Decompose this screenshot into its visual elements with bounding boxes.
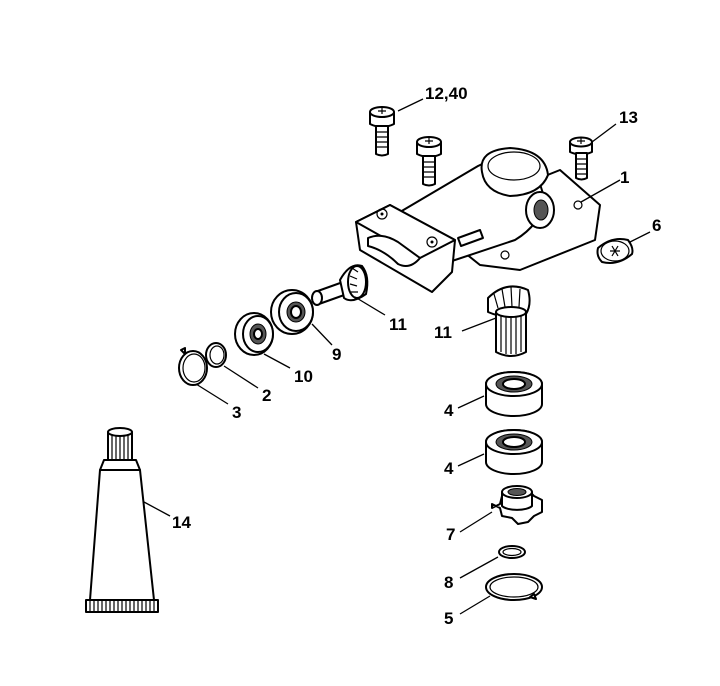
gear-housing xyxy=(355,147,601,293)
callout-6: 6 xyxy=(652,216,661,235)
callout-2: 2 xyxy=(262,386,271,405)
ball-bearing-10 xyxy=(234,312,274,356)
callout-11-left: 11 xyxy=(389,315,407,334)
grease-tube-14 xyxy=(85,427,159,613)
callout-8: 8 xyxy=(444,573,453,592)
callout-4b: 4 xyxy=(444,459,454,478)
circlip-5 xyxy=(485,573,543,601)
callout-9: 9 xyxy=(332,345,341,364)
callout-14: 14 xyxy=(172,513,191,532)
leader-lines xyxy=(143,98,651,615)
callout-11-right: 11 xyxy=(434,323,452,342)
callout-5: 5 xyxy=(444,609,453,628)
callout-7: 7 xyxy=(446,525,455,544)
callout-1: 1 xyxy=(620,168,629,187)
callout-13: 13 xyxy=(619,108,638,127)
splined-sleeve-7 xyxy=(491,485,543,525)
callout-12-40: 12,40 xyxy=(425,84,468,103)
callout-10: 10 xyxy=(294,367,313,386)
screw-plug-6 xyxy=(596,238,634,264)
callout-4a: 4 xyxy=(444,401,454,420)
callout-3: 3 xyxy=(232,403,241,422)
ball-bearing-4b xyxy=(485,429,543,475)
snap-ring-2 xyxy=(205,342,227,368)
circlip-3 xyxy=(178,347,208,386)
snap-ring-8 xyxy=(498,545,526,559)
ball-bearing-4a xyxy=(485,371,543,417)
screw-12-40-b xyxy=(416,136,442,187)
screw-13 xyxy=(569,136,593,181)
screw-12-40 xyxy=(369,106,395,157)
bevel-gear-right xyxy=(487,285,531,357)
ball-bearing-9 xyxy=(270,289,314,335)
